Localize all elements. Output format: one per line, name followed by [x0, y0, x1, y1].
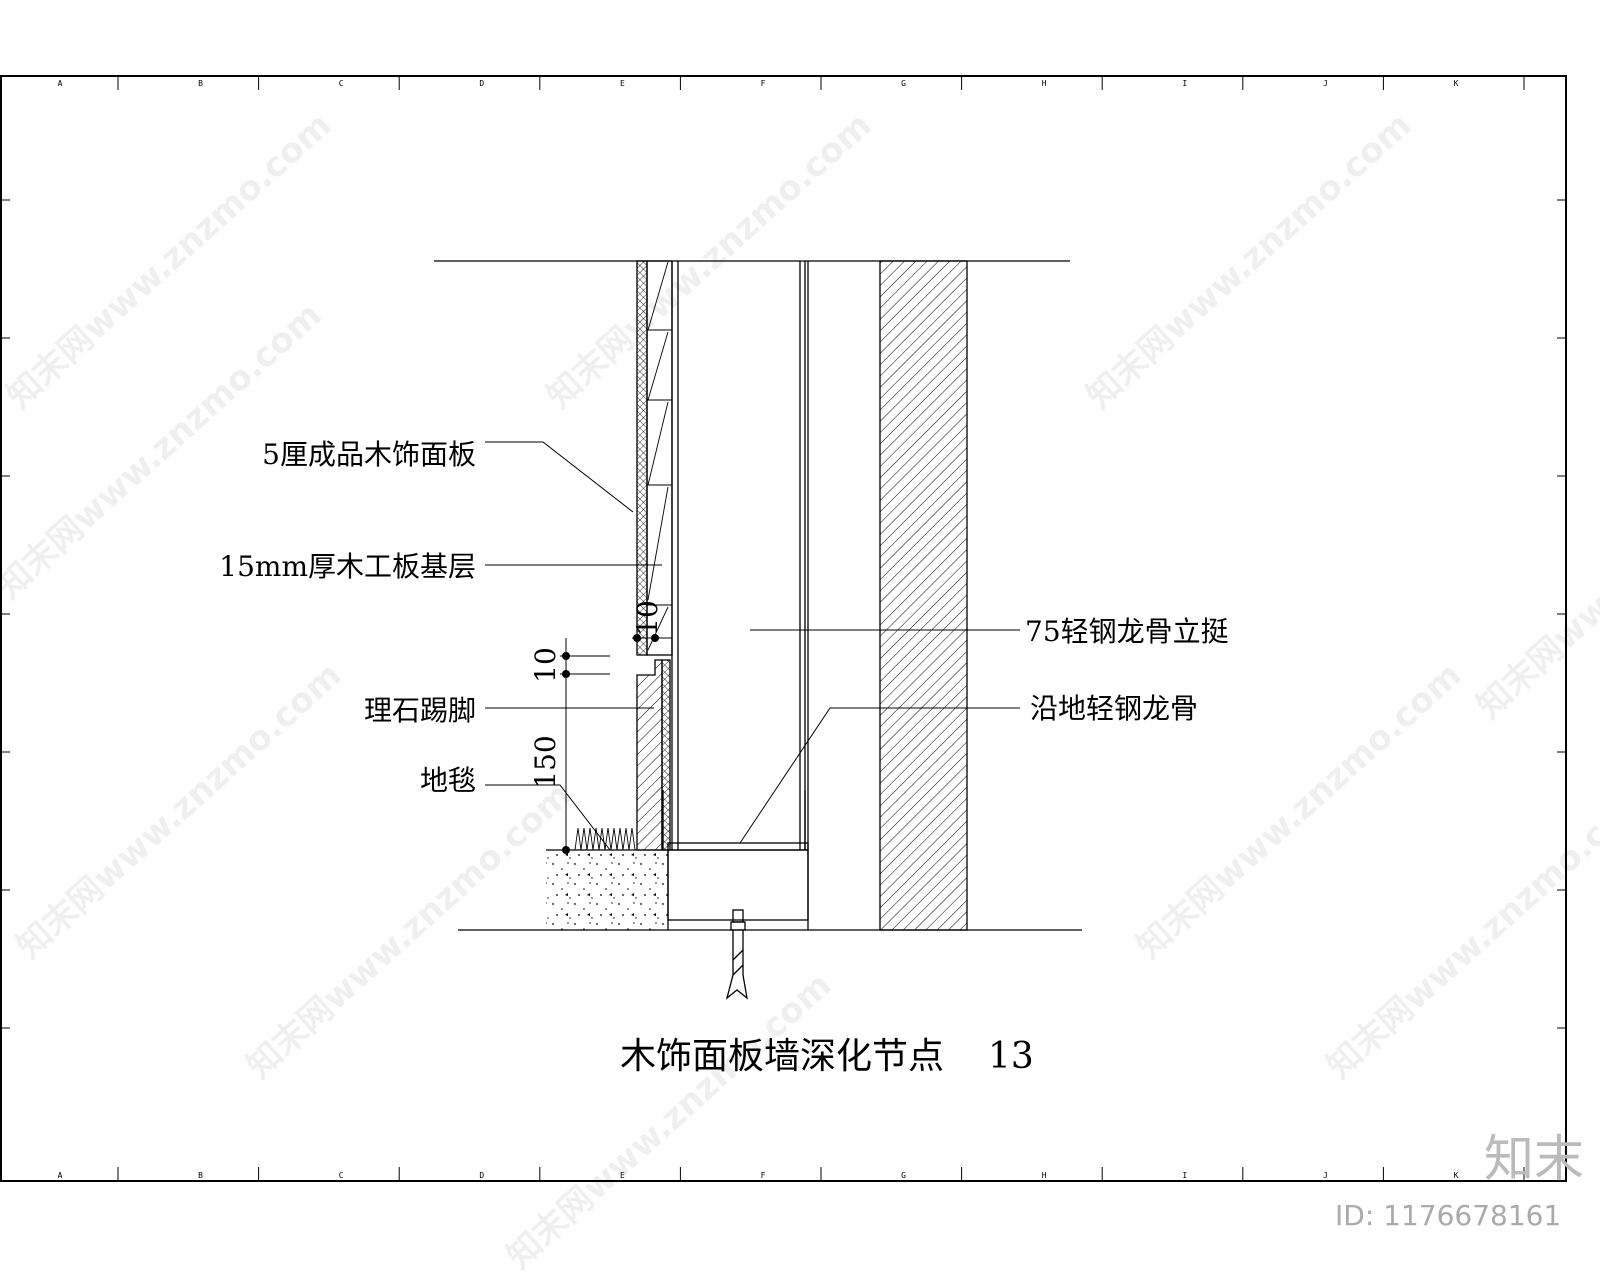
watermark-logo: 知末 [1484, 1130, 1584, 1188]
svg-text:知末网www.znzmo.com: 知末网www.znzmo.com [1319, 775, 1600, 1087]
expansion-bolt [725, 909, 748, 1000]
grid-column-label: J [1323, 79, 1328, 88]
watermark-id: ID: 1176678161 [1335, 1199, 1561, 1232]
dim-gap-vertical: 10 [529, 647, 562, 683]
section-detail [434, 260, 1082, 1000]
drawing-number: 13 [988, 1036, 1034, 1077]
label-floor-track: 沿地轻钢龙骨 [1030, 692, 1198, 725]
label-base-board: 15mm厚木工板基层 [219, 550, 476, 583]
carpet [574, 827, 636, 851]
grid-column-label: H [1042, 1171, 1047, 1180]
concrete-screed [546, 850, 668, 930]
grid-column-label: I [1182, 1171, 1187, 1180]
grid-column-label: A [58, 1171, 63, 1180]
marble-skirting [636, 659, 663, 851]
svg-text:知末网www.znzmo.com: 知末网www.znzmo.com [1469, 415, 1600, 727]
grid-column-label: D [479, 1171, 484, 1180]
grid-column-label: J [1323, 1171, 1328, 1180]
grid-column-label: B [198, 79, 203, 88]
grid-column-label: C [339, 1171, 344, 1180]
grid-column-label: D [479, 79, 484, 88]
grid-column-label: F [761, 1171, 766, 1180]
grid-column-label: F [761, 79, 766, 88]
grid-column-label: E [620, 1171, 625, 1180]
label-carpet: 地毯 [420, 764, 476, 797]
structural-wall [879, 260, 968, 931]
svg-text:知末网www.znzmo.com: 知末网www.znzmo.com [9, 655, 349, 967]
grid-column-label: C [339, 79, 344, 88]
grid-column-label: K [1454, 79, 1459, 88]
label-steel-stud: 75轻钢龙骨立挺 [1025, 615, 1229, 648]
svg-text:知末网www.znzmo.com: 知末网www.znzmo.com [0, 105, 339, 417]
grid-column-label: I [1182, 79, 1187, 88]
drawing-title: 木饰面板墙深化节点 [620, 1036, 944, 1077]
grid-column-label: H [1042, 79, 1047, 88]
label-skirting: 理石踢脚 [364, 694, 476, 727]
grid-column-label: G [901, 79, 906, 88]
grid-column-label: K [1454, 1171, 1459, 1180]
svg-text:知末网www.znzmo.com: 知末网www.znzmo.com [499, 965, 839, 1277]
dim-gap-horizontal: 10 [631, 600, 664, 636]
drawing-frame [0, 75, 1567, 1182]
svg-text:知末网www.znzmo.com: 知末网www.znzmo.com [239, 775, 579, 1087]
wood-veneer-panel [636, 260, 648, 656]
grid-column-label: A [58, 79, 63, 88]
grid-column-label: E [620, 79, 625, 88]
grid-column-label: B [198, 1171, 203, 1180]
grid-column-label: G [901, 1171, 906, 1180]
dim-skirting-height: 150 [529, 735, 562, 788]
svg-text:知末网www.znzmo.com: 知末网www.znzmo.com [1079, 105, 1419, 417]
label-wood-panel: 5厘成品木饰面板 [262, 438, 476, 471]
